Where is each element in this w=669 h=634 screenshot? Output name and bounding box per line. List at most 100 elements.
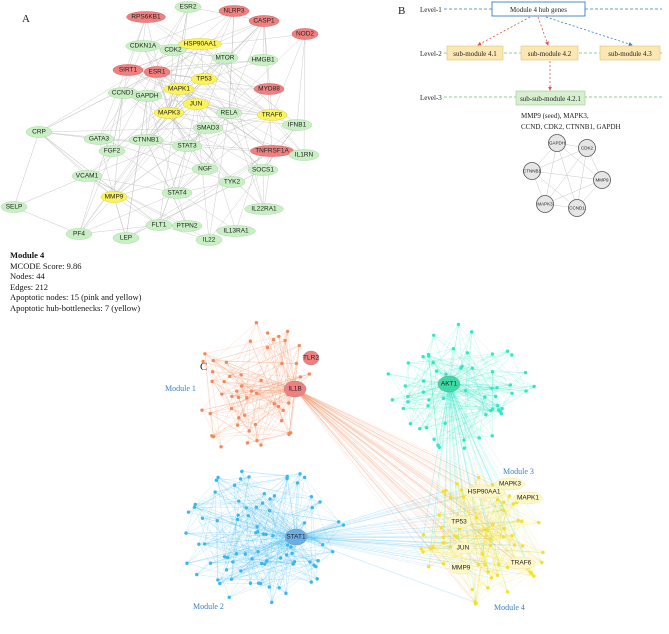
- edge: [224, 471, 242, 557]
- node-dot: [428, 546, 432, 551]
- edge: [38, 71, 158, 133]
- node-dot: [307, 372, 312, 376]
- node-dot: [537, 520, 541, 525]
- desc-line-2: CCND, CDK2, CTNNB1, GAPDH: [521, 123, 621, 131]
- edge: [273, 339, 301, 378]
- node-shape: [256, 109, 288, 121]
- node-dot: [239, 384, 244, 388]
- edge: [441, 477, 479, 528]
- edge: [509, 495, 542, 563]
- node-count: Nodes: 44: [10, 271, 45, 281]
- node-dot: [495, 403, 500, 408]
- edge: [295, 536, 444, 544]
- edge: [421, 548, 476, 602]
- edge: [294, 388, 479, 565]
- edge: [216, 480, 239, 516]
- edge: [497, 571, 531, 576]
- edge: [260, 340, 286, 446]
- edge: [443, 491, 486, 566]
- node-label: SOCS1: [252, 167, 274, 174]
- edge: [403, 405, 498, 409]
- edge: [295, 477, 305, 538]
- edge: [491, 495, 510, 578]
- edge: [201, 389, 297, 411]
- edge: [158, 145, 188, 226]
- edge: [260, 420, 282, 446]
- edge: [113, 127, 209, 198]
- node-flt1: FLT1: [145, 219, 173, 231]
- node-dot: [235, 423, 240, 427]
- edge: [294, 388, 444, 544]
- node-ccnd1: CCND1: [107, 87, 139, 99]
- edge: [478, 564, 498, 576]
- edge: [448, 383, 460, 529]
- hub-label: TLR2: [303, 355, 319, 362]
- edge: [195, 476, 250, 505]
- edge: [490, 372, 526, 411]
- node-dot: [287, 431, 291, 436]
- edge: [465, 390, 499, 411]
- edge: [248, 515, 311, 563]
- edge: [294, 388, 491, 539]
- node-jun: JUN: [182, 98, 210, 110]
- edge: [472, 535, 513, 590]
- edge: [294, 388, 462, 491]
- edge: [295, 536, 544, 553]
- node-dot: [237, 416, 241, 420]
- node-dot: [201, 359, 205, 364]
- node-dot: [490, 352, 495, 356]
- edge: [456, 517, 477, 538]
- node-dot: [297, 343, 301, 348]
- node-dot: [272, 401, 276, 406]
- edge: [262, 169, 265, 210]
- module4-node-shape: [513, 491, 543, 505]
- edge: [295, 528, 505, 538]
- edge: [142, 45, 197, 105]
- edge: [168, 43, 201, 114]
- node-gata3: GATA3: [83, 133, 115, 145]
- edge: [294, 388, 505, 529]
- node-shape: [163, 83, 195, 95]
- node-dot: [486, 570, 490, 574]
- edge: [224, 339, 274, 382]
- edge: [491, 486, 504, 578]
- edge: [439, 390, 527, 448]
- panel-c-letter: C: [200, 361, 207, 373]
- node-dot: [421, 379, 426, 383]
- edge: [463, 388, 492, 441]
- edge: [273, 331, 288, 340]
- edge: [490, 495, 510, 546]
- node-tp53: TP53: [190, 73, 218, 85]
- edge: [421, 548, 444, 564]
- edge: [111, 92, 124, 152]
- edge: [295, 536, 433, 548]
- edge: [443, 521, 522, 564]
- node-shape: [288, 149, 320, 161]
- node-dot: [254, 505, 259, 509]
- edge: [271, 551, 333, 603]
- node-shape: [192, 122, 224, 134]
- node-dot: [231, 560, 235, 564]
- node-dot: [197, 542, 201, 546]
- edge: [408, 353, 493, 364]
- node-traf6: TRAF6: [256, 109, 288, 121]
- edge: [186, 532, 297, 538]
- node-dot: [238, 477, 243, 481]
- edge: [295, 536, 491, 539]
- node-mmp9: MMP9: [100, 191, 128, 203]
- module-3-label: Module 3: [503, 467, 534, 476]
- edge: [423, 380, 503, 409]
- edge: [195, 493, 265, 505]
- module4-node-label: MAPK1: [517, 495, 539, 502]
- node-label: GAPDH: [135, 93, 158, 100]
- node-shape: [143, 66, 171, 78]
- module4-node-label: MAPK3: [499, 481, 521, 488]
- edge: [194, 507, 258, 528]
- edge: [294, 388, 523, 547]
- edge: [204, 507, 313, 545]
- edge: [294, 388, 488, 531]
- node-shape: [195, 234, 223, 246]
- node-label: VCAM1: [76, 173, 99, 180]
